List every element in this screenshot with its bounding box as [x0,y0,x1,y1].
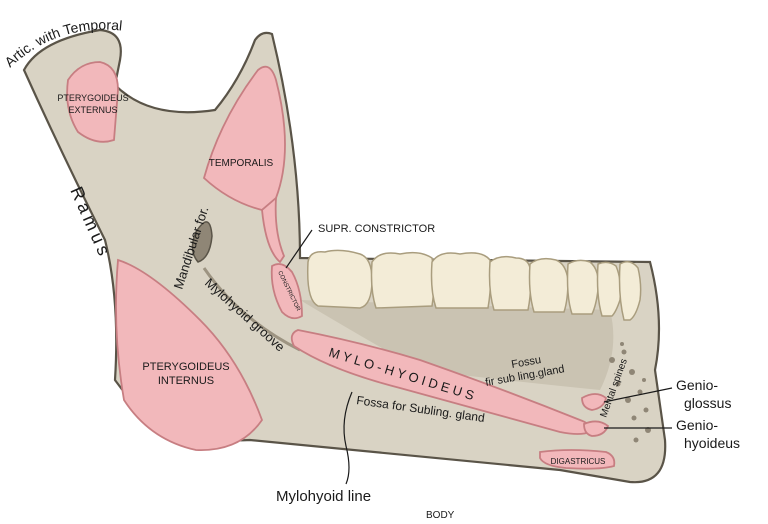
temporalis-tendon [261,195,286,264]
tooth [618,261,642,321]
label-body: BODY [426,510,455,521]
label-temporalis: TEMPORALIS [209,158,274,169]
label-digastricus: DIGASTRICUS [551,457,606,466]
tooth [430,252,492,309]
label-supr-constrictor: SUPR. CONSTRICTOR [318,223,435,235]
tooth [306,249,373,309]
label-fossa-sub-ling-1: Fossu [510,354,542,371]
label-genioglossus-2: glossus [684,395,731,411]
inner-bone-shading [300,300,614,390]
leader-mylohyoid-line [343,391,353,485]
genio-attachment-upper [581,393,607,411]
label-pterygoideus-externus-1: PTERYGOIDEUS [57,93,128,103]
constrictor-area [270,263,303,320]
label-geniohyoideus-1: Genio- [676,417,718,433]
label-pterygoideus-internus-2: INTERNUS [158,375,214,387]
tooth [528,257,569,313]
tooth [488,255,532,311]
leader-supr-constrictor [285,229,313,269]
mylohyoid-groove [202,267,301,352]
tooth [596,261,622,317]
mylo-hyoideus-area [290,329,592,435]
tooth [566,259,600,315]
temporalis-area [202,65,286,211]
muscles [66,61,616,470]
label-pterygoideus-externus-2: EXTERNUS [68,105,117,115]
label-pterygoideus-internus-1: PTERYGOIDEUS [142,361,229,373]
mandibular-foramen [191,221,213,263]
pterygoideus-externus-area [66,61,119,143]
tooth [370,251,435,309]
label-mylohyoid-line: Mylohyoid line [276,488,371,505]
pterygoideus-internus-area [115,258,264,451]
digastricus-area [539,449,616,470]
teeth [306,249,642,321]
label-genioglossus-1: Genio- [676,377,718,393]
leader-lines [285,229,673,485]
genio-attachment-lower [583,420,610,437]
leader-genioglossus [603,387,673,403]
label-geniohyoideus-2: hyoideus [684,435,740,451]
